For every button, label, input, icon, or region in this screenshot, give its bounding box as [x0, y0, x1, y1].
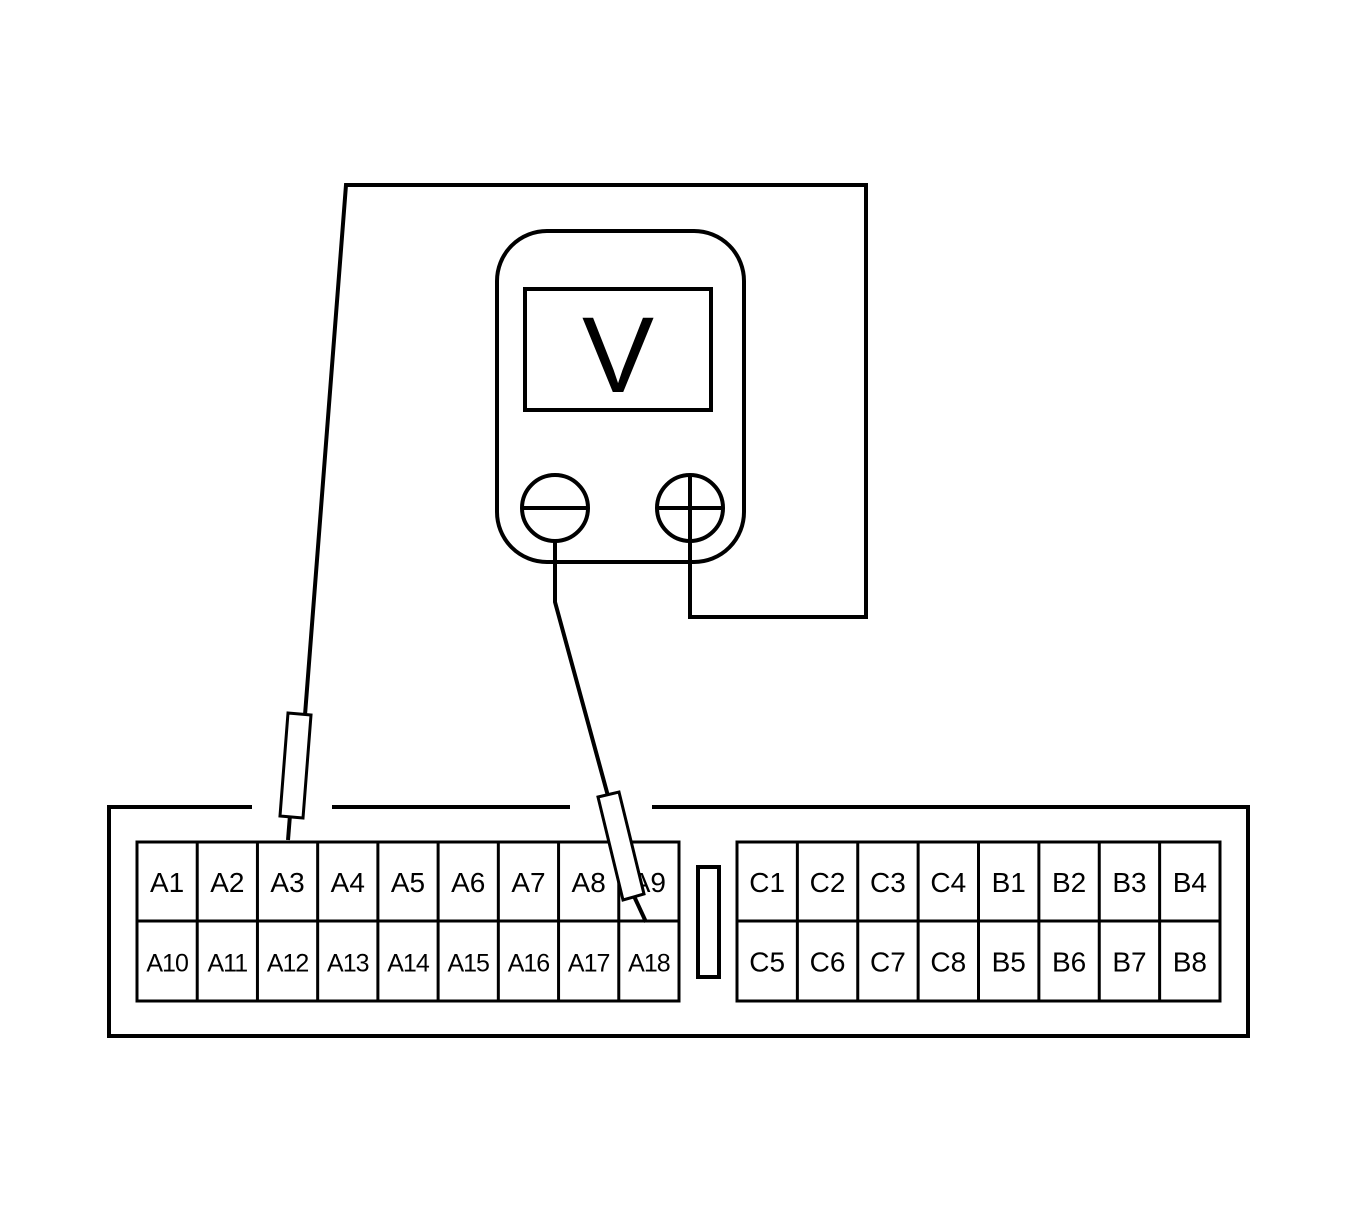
pin-label-a14: A14: [387, 949, 430, 977]
pin-label-b1: B1: [992, 867, 1026, 898]
pin-label-a11: A11: [208, 949, 248, 977]
pin-label-c4: C4: [930, 867, 966, 898]
pin-label-a17: A17: [568, 949, 610, 977]
pin-label-a4: A4: [331, 867, 365, 898]
pin-label-c7: C7: [870, 946, 906, 977]
pin-label-b6: B6: [1052, 946, 1086, 977]
negative-test-lead: [553, 541, 648, 923]
connector-left-pin-block: [135, 840, 681, 1003]
pin-label-a15: A15: [447, 949, 489, 977]
pin-label-c3: C3: [870, 867, 906, 898]
connector-housing: [107, 805, 1250, 1038]
pin-label-a2: A2: [210, 867, 244, 898]
pin-label-b2: B2: [1052, 867, 1086, 898]
pin-label-c2: C2: [810, 867, 846, 898]
pin-label-a13: A13: [327, 949, 369, 977]
negative-terminal-icon: [520, 473, 590, 543]
positive-terminal-icon: [655, 473, 725, 543]
voltmeter: V: [495, 229, 746, 564]
pin-label-a3: A3: [270, 867, 304, 898]
pin-label-a10: A10: [146, 949, 188, 977]
pin-label-a16: A16: [508, 949, 550, 977]
voltmeter-display: [523, 287, 713, 412]
pin-label-b8: B8: [1173, 946, 1207, 977]
pin-label-b7: B7: [1112, 946, 1146, 977]
pin-label-c1: C1: [749, 867, 785, 898]
pin-label-c5: C5: [749, 946, 785, 977]
positive-test-lead: [278, 183, 868, 841]
pin-label-b3: B3: [1112, 867, 1146, 898]
pin-label-a12: A12: [267, 949, 309, 977]
connector-lock-tab: [696, 865, 721, 979]
voltmeter-display-label: V: [582, 294, 654, 415]
negative-probe-icon: [596, 790, 646, 902]
pin-label-c6: C6: [810, 946, 846, 977]
pin-label-a7: A7: [511, 867, 545, 898]
pin-label-b4: B4: [1173, 867, 1207, 898]
pin-label-c8: C8: [930, 946, 966, 977]
pin-label-a8: A8: [572, 867, 606, 898]
pin-label-a6: A6: [451, 867, 485, 898]
voltmeter-body: [495, 229, 746, 564]
pin-label-a1: A1: [150, 867, 184, 898]
pin-label-a18: A18: [628, 949, 670, 977]
pin-label-b5: B5: [992, 946, 1026, 977]
positive-probe-icon: [278, 711, 313, 820]
connector-right-pin-block: [735, 840, 1222, 1003]
pin-label-a5: A5: [391, 867, 425, 898]
